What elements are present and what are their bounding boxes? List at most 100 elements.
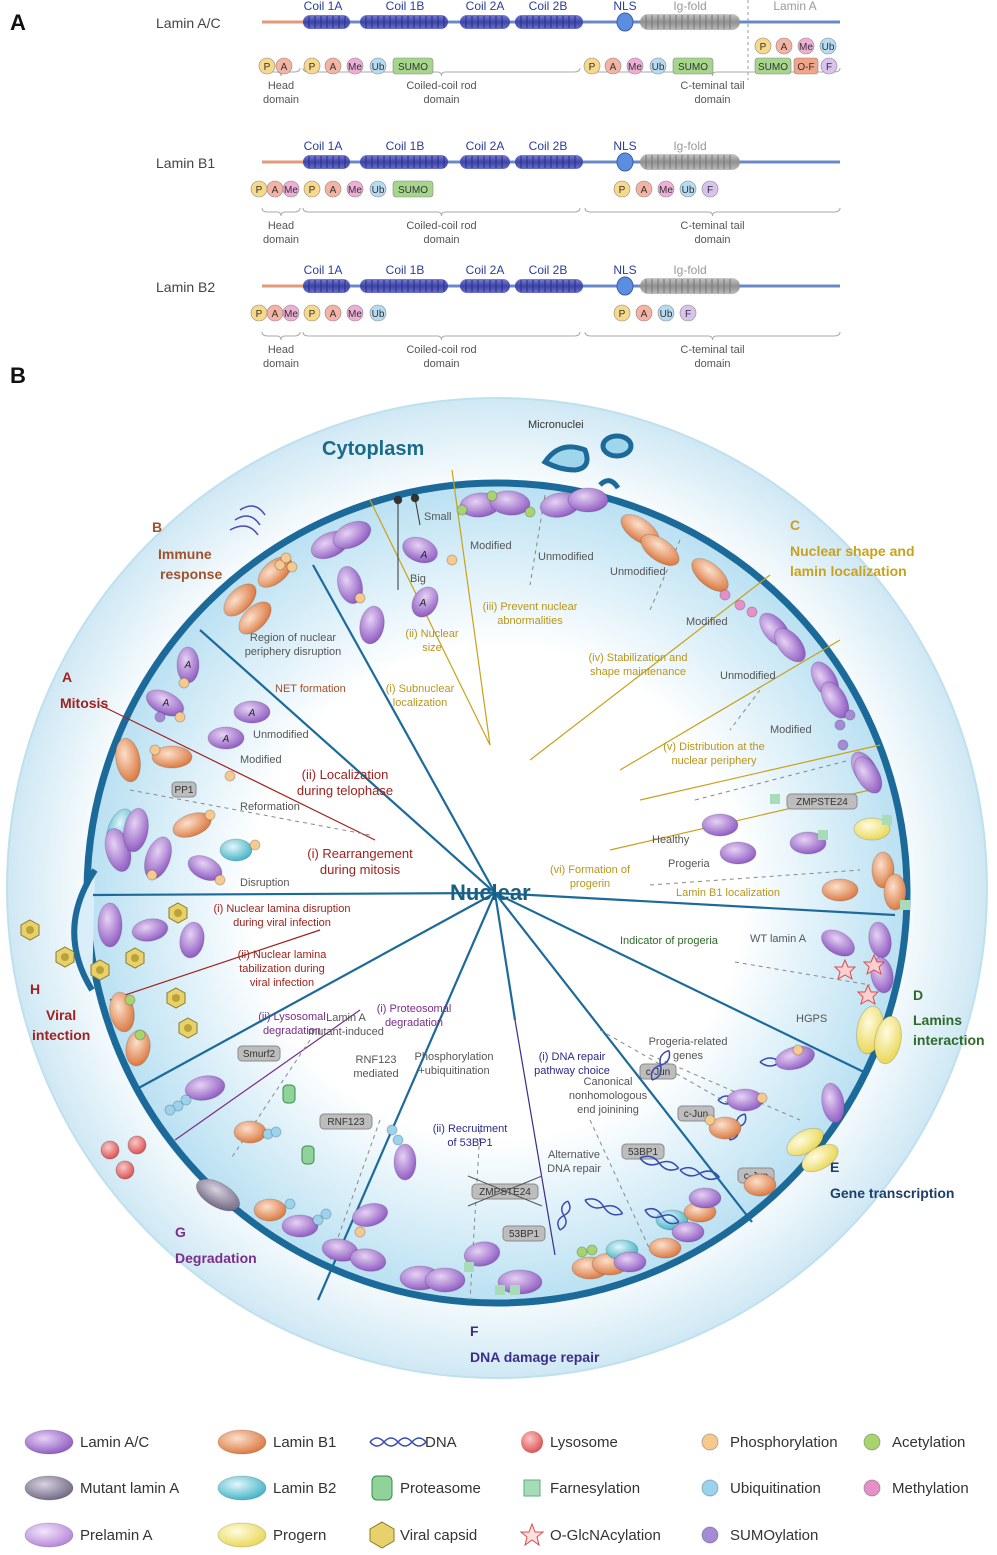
mod-label: A bbox=[641, 309, 648, 320]
lamin-ac-protein bbox=[853, 756, 883, 794]
nls-element bbox=[616, 276, 634, 296]
bp53-box bbox=[502, 1225, 546, 1242]
legend-item: Progern bbox=[217, 1522, 326, 1548]
lamin-ac-protein bbox=[701, 813, 739, 837]
recruit-label: (ii) Recruitment bbox=[433, 1123, 508, 1135]
healthy-label: Healthy bbox=[652, 834, 690, 846]
indicator-label: Indicator of progeria bbox=[620, 935, 719, 947]
sector-divider bbox=[199, 629, 496, 894]
cjun-box bbox=[639, 1063, 677, 1080]
lamin-b1-protein bbox=[821, 878, 859, 902]
mod-label: F bbox=[826, 62, 832, 73]
phosphorylation-mark bbox=[204, 809, 216, 821]
unmodified-label: Unmodified bbox=[720, 670, 776, 682]
distribution-label: (v) Distribution at the bbox=[663, 741, 764, 753]
domain-label: Coiled-coil rod bbox=[406, 344, 476, 356]
pp1-box-text: PP1 bbox=[175, 785, 194, 796]
small-label: Small bbox=[424, 511, 452, 523]
mod-label: SUMO bbox=[758, 62, 788, 73]
nls-label: NLS bbox=[613, 0, 636, 13]
shape-title2: lamin localization bbox=[790, 563, 907, 579]
viral-i-label: during viral infection bbox=[233, 917, 331, 929]
sub-divider bbox=[694, 759, 851, 801]
dna-strand bbox=[639, 1157, 680, 1169]
farnesylation-mark bbox=[770, 794, 780, 804]
mod-label: P bbox=[309, 62, 316, 73]
legend-item: Lamin A/C bbox=[24, 1429, 149, 1455]
coil-segment bbox=[515, 279, 583, 293]
smurf2-box-text: Smurf2 bbox=[243, 1049, 276, 1060]
lamin-b1-protein bbox=[648, 1237, 682, 1259]
smurf2-box bbox=[237, 1045, 281, 1062]
ubiquitination-mark bbox=[392, 1134, 404, 1146]
mod-badge bbox=[324, 180, 342, 198]
nuclear-size-label: size bbox=[422, 642, 442, 654]
phosphorylation-mark bbox=[149, 744, 161, 756]
lamin-ac-protein bbox=[789, 831, 827, 855]
methylation-mark bbox=[746, 606, 758, 618]
legend-label: Lamin A/C bbox=[80, 1434, 149, 1451]
mod-badge bbox=[282, 304, 300, 322]
phosphorylation-mark bbox=[354, 1226, 366, 1238]
net-label: NET formation bbox=[275, 683, 346, 695]
subnuclear-label: localization bbox=[393, 697, 447, 709]
dna-icon-strand bbox=[369, 1437, 427, 1447]
phosphorylation-mark bbox=[446, 554, 458, 566]
legend-label: Phosphorylation bbox=[730, 1434, 838, 1451]
marker-dot bbox=[410, 493, 420, 503]
sub-divider bbox=[129, 789, 371, 836]
legend-label: Viral capsid bbox=[400, 1527, 477, 1544]
micronucleus-2 bbox=[600, 433, 634, 459]
segment-label: Coil 2B bbox=[529, 0, 568, 13]
methyl-icon bbox=[863, 1479, 881, 1497]
telophase-label: (ii) Localization bbox=[302, 767, 389, 782]
nls-label: NLS bbox=[613, 139, 636, 153]
mod-label: Ub bbox=[372, 62, 385, 73]
mod-badge bbox=[324, 304, 342, 322]
mod-label: Ub bbox=[372, 185, 385, 196]
phosphorylation-mark bbox=[792, 1044, 804, 1056]
prelamin-icon bbox=[24, 1522, 74, 1548]
sub-divider bbox=[649, 869, 861, 886]
legend-item: Lamin B1 bbox=[217, 1429, 336, 1455]
domain-label: Coiled-coil rod bbox=[406, 220, 476, 232]
transcription-letter: E bbox=[830, 1159, 839, 1175]
lamin-ac-protein bbox=[402, 536, 438, 564]
segment-label: Coil 2B bbox=[529, 139, 568, 153]
dna-title: DNA damage repair bbox=[470, 1349, 600, 1365]
lamin-ac-icon bbox=[24, 1429, 74, 1455]
sub-divider bbox=[329, 1119, 381, 1261]
segment-label: Coil 1A bbox=[304, 139, 343, 153]
mod-badge bbox=[604, 57, 622, 75]
legend-item: O-GlcNAcylation bbox=[519, 1522, 661, 1547]
legend-label: Proteasome bbox=[400, 1480, 481, 1497]
sector-divider bbox=[312, 564, 496, 894]
legend-item: Viral capsid bbox=[369, 1521, 477, 1549]
legend-label: DNA bbox=[425, 1434, 457, 1451]
big-label: Big bbox=[410, 573, 426, 585]
modified-label: Modified bbox=[240, 754, 282, 766]
canonical-label: end joinining bbox=[577, 1104, 639, 1116]
mod-badge bbox=[282, 180, 300, 198]
mutant-induced-label: Lamin A bbox=[326, 1012, 366, 1024]
hgps-label: HGPS bbox=[796, 1013, 827, 1025]
dna-strand bbox=[679, 1169, 720, 1178]
lamin-ac-protein bbox=[281, 1214, 319, 1238]
acetylation-mark bbox=[486, 490, 498, 502]
lamin-b1-protein bbox=[151, 745, 193, 769]
lamin-a-letter: A bbox=[162, 698, 170, 709]
lamin-b1-protein bbox=[223, 583, 257, 617]
sub-divider bbox=[734, 961, 871, 986]
bp53-box-2 bbox=[621, 1143, 665, 1160]
acetylation-mark bbox=[586, 1244, 598, 1256]
lamin-ac-protein bbox=[233, 700, 271, 724]
legend-item: Mutant lamin A bbox=[24, 1475, 179, 1501]
disruption-label: Disruption bbox=[240, 877, 290, 889]
unmodified-label: Unmodified bbox=[538, 551, 594, 563]
phos-ub-label: Phosphorylation bbox=[415, 1051, 494, 1063]
stabilization-label: (iv) Stabilization and bbox=[588, 652, 687, 664]
mod-badge bbox=[657, 304, 675, 322]
dna-letter: F bbox=[470, 1323, 479, 1339]
lamin-b2-icon bbox=[217, 1475, 267, 1501]
lamin-ac-protein bbox=[719, 841, 757, 865]
